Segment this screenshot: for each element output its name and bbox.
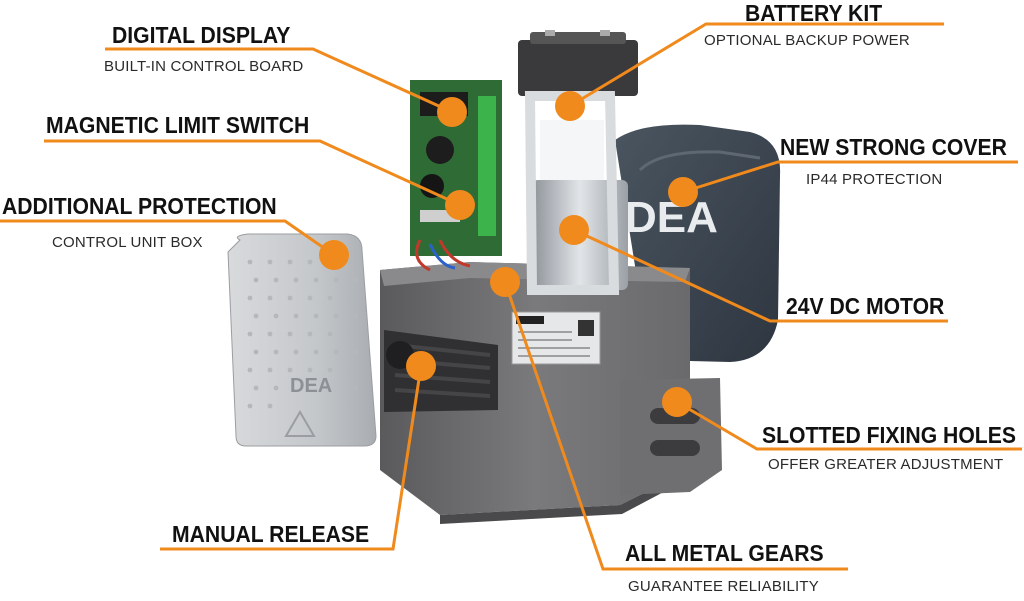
box-dimple bbox=[307, 367, 313, 373]
box-dimple bbox=[347, 331, 353, 337]
box-dimple bbox=[327, 331, 333, 337]
box-dimple bbox=[333, 349, 339, 355]
box-dimple bbox=[347, 367, 353, 373]
box-dimple bbox=[273, 313, 279, 319]
box-dimple bbox=[267, 259, 273, 265]
battery-kit-body bbox=[518, 40, 638, 96]
box-dimple bbox=[293, 349, 299, 355]
leader-line-all-metal-gears bbox=[503, 281, 848, 571]
callout-battery-kit-title: BATTERY KIT bbox=[745, 0, 883, 26]
box-dimple bbox=[347, 403, 353, 409]
box-dimple bbox=[353, 277, 359, 283]
box-dimple bbox=[273, 385, 279, 391]
box-dimple bbox=[267, 295, 273, 301]
leader-line-dc-motor bbox=[573, 228, 948, 323]
marker-dot-magnetic-limit-switch bbox=[445, 190, 475, 220]
marker-dot-dc-motor bbox=[559, 215, 589, 245]
box-dimple bbox=[293, 277, 299, 283]
box-dimple bbox=[307, 331, 313, 337]
marker-dot-additional-protection bbox=[319, 240, 349, 270]
box-dimple bbox=[287, 259, 293, 265]
marker-dot-battery-kit bbox=[555, 91, 585, 121]
box-dimple bbox=[287, 295, 293, 301]
box-dimple bbox=[313, 313, 319, 319]
box-dimple bbox=[267, 331, 273, 337]
box-dimple bbox=[347, 295, 353, 301]
box-logo: DEA bbox=[290, 375, 332, 397]
callout-additional-protection-title: ADDITIONAL PROTECTION bbox=[2, 193, 277, 219]
box-dimple bbox=[313, 277, 319, 283]
leader-line-magnetic-limit-switch bbox=[44, 139, 461, 207]
fixing-flange bbox=[620, 378, 722, 495]
callout-new-strong-cover-subtitle: IP44 PROTECTION bbox=[806, 171, 943, 188]
box-dimple bbox=[273, 277, 279, 283]
box-dimple bbox=[247, 259, 253, 265]
marker-dot-all-metal-gears bbox=[490, 267, 520, 297]
callout-all-metal-gears-subtitle: GUARANTEE RELIABILITY bbox=[628, 578, 819, 595]
box-dimple bbox=[287, 331, 293, 337]
box-dimples bbox=[247, 259, 359, 409]
callout-battery-kit-subtitle: OPTIONAL BACKUP POWER bbox=[704, 32, 910, 49]
box-dimple bbox=[293, 313, 299, 319]
callout-leaders bbox=[0, 22, 1022, 571]
box-dimple bbox=[253, 313, 259, 319]
box-dimple bbox=[267, 367, 273, 373]
box-dimple bbox=[287, 367, 293, 373]
callout-additional-protection-subtitle: CONTROL UNIT BOX bbox=[52, 234, 203, 251]
box-dimple bbox=[307, 295, 313, 301]
box-dimple bbox=[307, 259, 313, 265]
box-dimple bbox=[333, 277, 339, 283]
box-dimple bbox=[353, 313, 359, 319]
box-dimple bbox=[253, 277, 259, 283]
marker-dot-slotted-fixing-holes bbox=[662, 387, 692, 417]
leader-line-digital-display bbox=[105, 47, 453, 114]
leader-line-manual-release bbox=[160, 365, 423, 551]
box-dimple bbox=[247, 295, 253, 301]
callout-all-metal-gears-title: ALL METAL GEARS bbox=[625, 540, 824, 566]
box-dimple bbox=[333, 313, 339, 319]
box-dimple bbox=[253, 385, 259, 391]
marker-dot-digital-display bbox=[437, 97, 467, 127]
leader-line-slotted-fixing-holes bbox=[676, 400, 1022, 451]
box-dimple bbox=[267, 403, 273, 409]
box-dimple bbox=[247, 331, 253, 337]
battery-bracket bbox=[524, 91, 620, 295]
callout-digital-display-title: DIGITAL DISPLAY bbox=[112, 22, 291, 48]
callout-manual-release-title: MANUAL RELEASE bbox=[172, 521, 370, 547]
box-dimple bbox=[253, 349, 259, 355]
leader-line-additional-protection bbox=[0, 219, 335, 257]
callout-slotted-fixing-holes-subtitle: OFFER GREATER ADJUSTMENT bbox=[768, 456, 1004, 473]
box-dimple bbox=[327, 367, 333, 373]
box-dimple bbox=[313, 349, 319, 355]
leader-line-battery-kit bbox=[569, 22, 944, 108]
box-dimple bbox=[247, 367, 253, 373]
protection-box bbox=[227, 233, 377, 447]
box-dimple bbox=[353, 385, 359, 391]
callout-digital-display-subtitle: BUILT-IN CONTROL BOARD bbox=[104, 58, 304, 75]
motor-base bbox=[380, 262, 690, 515]
callout-new-strong-cover-title: NEW STRONG COVER bbox=[780, 134, 1007, 160]
box-dimple bbox=[347, 259, 353, 265]
warning-icon bbox=[284, 410, 316, 437]
marker-dot-manual-release bbox=[406, 351, 436, 381]
callout-dc-motor-title: 24V DC MOTOR bbox=[786, 293, 945, 319]
callout-slotted-fixing-holes-title: SLOTTED FIXING HOLES bbox=[762, 422, 1016, 448]
box-dimple bbox=[273, 349, 279, 355]
marker-dot-new-strong-cover bbox=[668, 177, 698, 207]
box-dimple bbox=[247, 403, 253, 409]
box-dimple bbox=[327, 295, 333, 301]
box-dimple bbox=[353, 349, 359, 355]
callout-magnetic-limit-switch-title: MAGNETIC LIMIT SWITCH bbox=[46, 112, 310, 138]
leader-line-new-strong-cover bbox=[682, 160, 1018, 194]
